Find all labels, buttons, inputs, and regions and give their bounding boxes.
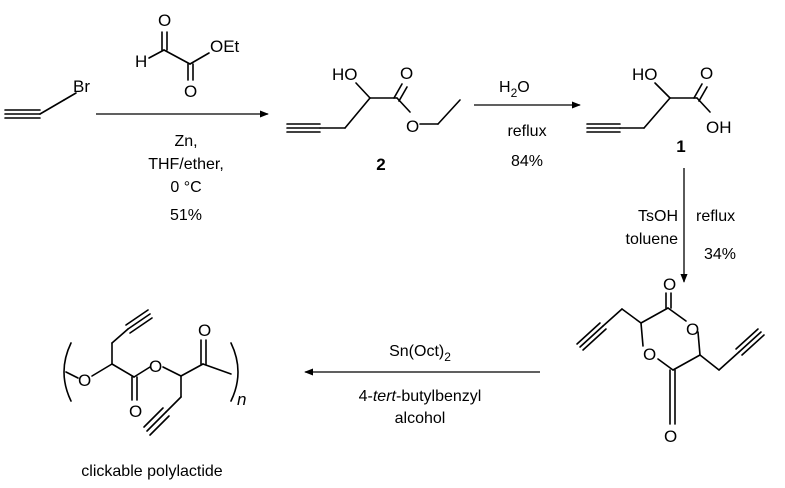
compound-2-carbonyl-oxygen-label: O — [400, 64, 413, 83]
carbonyl-oxygen-2-label: O — [198, 321, 211, 340]
bromine-atom-label: Br — [73, 77, 90, 96]
step1-yield: 51% — [170, 207, 202, 224]
ring-carbonyl-bottom-oxygen-label: O — [664, 427, 677, 446]
ring-oxygen-upper-label: O — [686, 320, 699, 339]
ester-carbonyl-oxygen-label: O — [184, 82, 197, 101]
ethyl-glyoxylate: O H OEt O — [135, 11, 240, 101]
step1-temperature: 0 °C — [170, 179, 201, 196]
propargyl-glycolide-monomer: O O O O — [576, 275, 765, 446]
compound-1-acid-hydroxyl-label: OH — [706, 118, 732, 137]
step4-conditions: Sn(Oct)2 4-tert-butylbenzyl alcohol — [359, 343, 482, 427]
step2-yield: 84% — [511, 153, 543, 170]
step4-initiator: 4-tert-butylbenzyl — [359, 388, 482, 405]
backbone-oxygen-1-label: O — [78, 371, 91, 390]
compound-2-structure: HO O O — [286, 64, 461, 136]
ring-carbonyl-top-oxygen-label: O — [663, 275, 676, 294]
compound-1-hydroxyl-label: HO — [632, 65, 658, 84]
step3-condition: reflux — [696, 208, 735, 225]
step2-reagent: H2O — [499, 79, 530, 100]
compound-1-structure: HO O OH — [586, 64, 732, 137]
right-parenthesis — [230, 342, 239, 402]
step4-initiator-line2: alcohol — [395, 410, 446, 427]
polymer-caption: clickable polylactide — [81, 463, 223, 480]
carbonyl-oxygen-1-label: O — [129, 402, 142, 421]
polylactide-structure: O O O O n — [63, 309, 246, 436]
ring-oxygen-lower-label: O — [643, 345, 656, 364]
compound-2-hydroxyl-label: HO — [332, 65, 358, 84]
compound-2-label: 2 — [376, 155, 385, 174]
compound-1-label: 1 — [676, 137, 685, 156]
compound-1-carbonyl-oxygen-label: O — [700, 64, 713, 83]
step1-conditions: Zn, THF/ether, 0 °C 51% — [148, 133, 224, 224]
compound-2-ester-oxygen-label: O — [406, 117, 419, 136]
aldehyde-hydrogen-label: H — [135, 52, 147, 71]
backbone-oxygen-2-label: O — [149, 357, 162, 376]
step4-catalyst: Sn(Oct)2 — [389, 343, 451, 364]
aldehyde-oxygen-label: O — [158, 11, 171, 30]
step1-reagent: Zn, — [174, 133, 197, 150]
left-parenthesis — [63, 342, 72, 402]
step3-reagent: TsOH — [638, 208, 678, 225]
repeat-unit-n-label: n — [237, 390, 246, 409]
step3-yield: 34% — [704, 246, 736, 263]
step1-solvent: THF/ether, — [148, 156, 224, 173]
ethoxy-group-label: OEt — [210, 37, 240, 56]
step3-solvent: toluene — [626, 231, 679, 248]
step2-conditions: H2O reflux 84% — [499, 79, 547, 170]
step3-conditions: TsOH toluene reflux 34% — [626, 208, 737, 263]
step2-condition: reflux — [507, 123, 546, 140]
propargyl-bromide: Br — [4, 77, 90, 119]
